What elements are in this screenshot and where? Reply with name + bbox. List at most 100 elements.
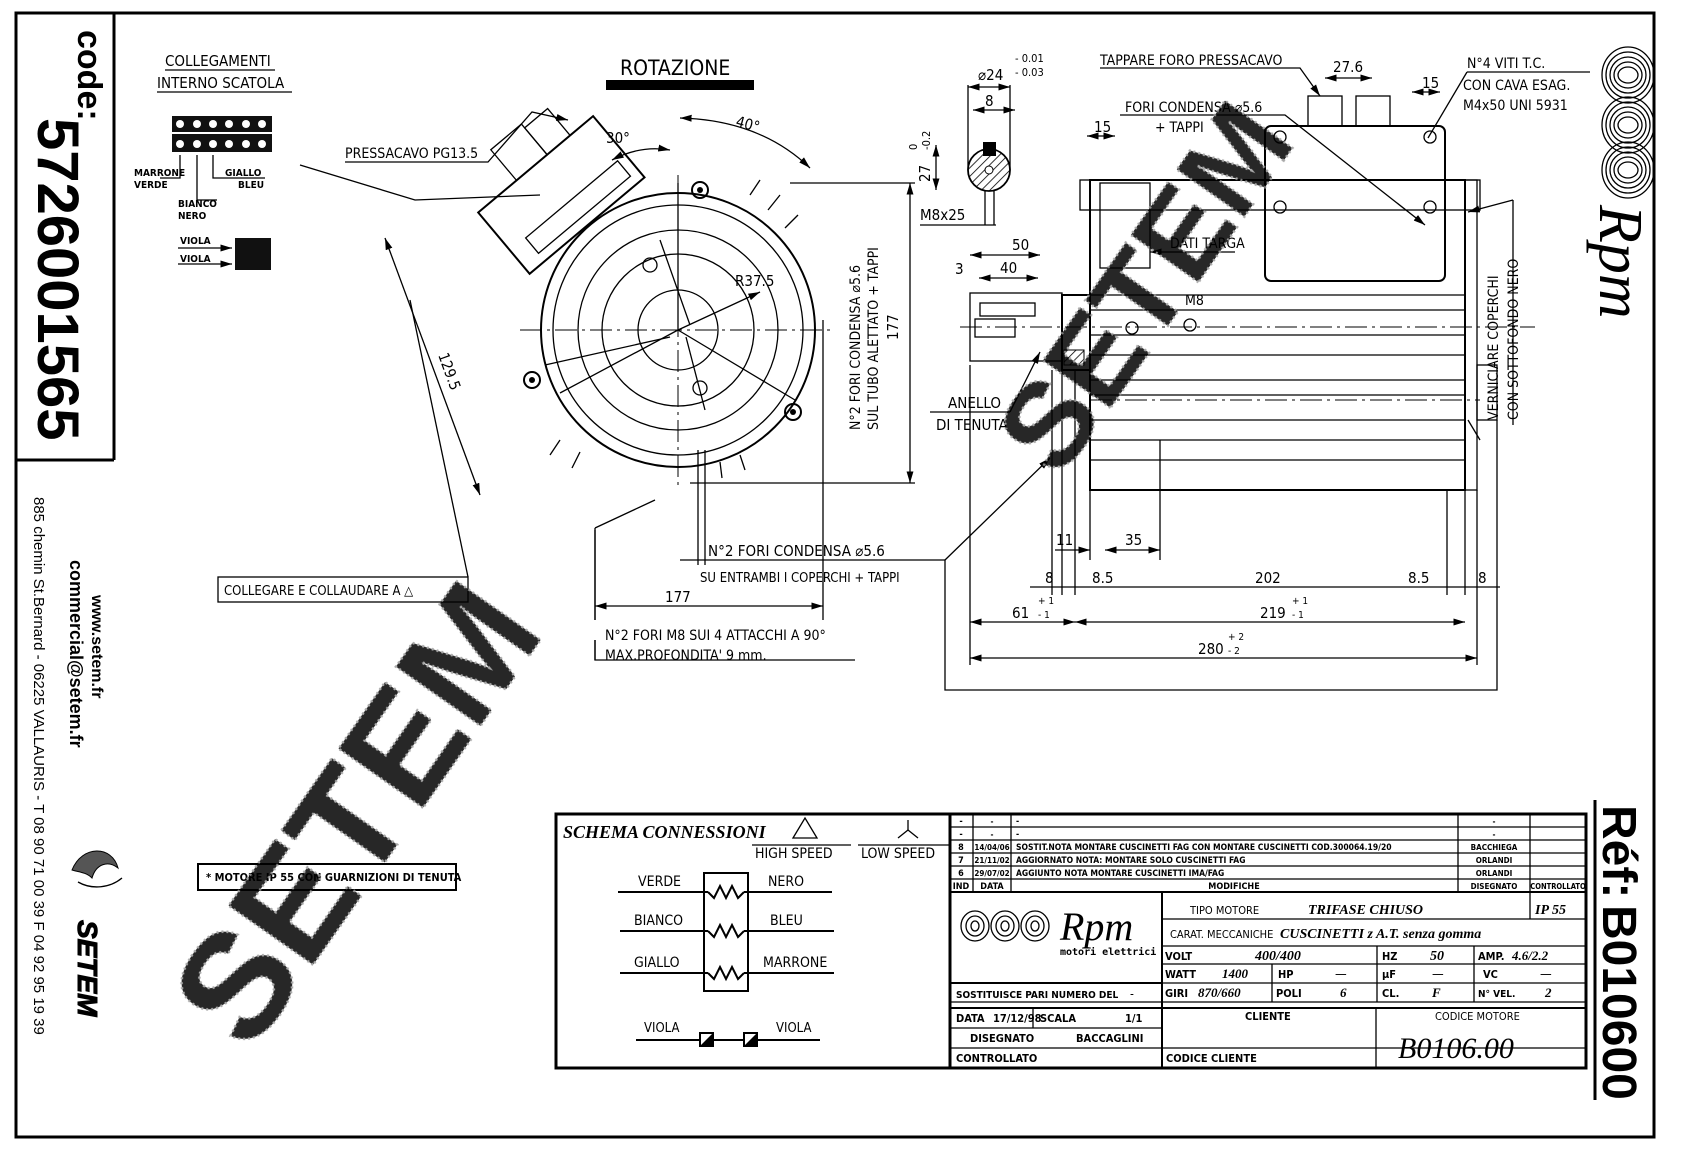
shaft-end <box>969 292 1063 362</box>
email-link[interactable]: commercial@setem.fr <box>66 560 86 748</box>
revision-ind: 7 <box>958 856 964 866</box>
watermark-text-1: SETEM <box>139 554 573 1074</box>
viola-right-label: VIOLA <box>776 1021 811 1036</box>
wire-label-viola-1: VIOLA <box>180 236 211 247</box>
dim-8-5-left: 8.5 <box>1092 569 1113 587</box>
dim-35: 35 <box>1125 531 1142 549</box>
revision-header-drawn: DISEGNATO <box>1471 882 1518 891</box>
revision-drawn-by: ORLANDI <box>1476 869 1513 878</box>
date-label: DATA <box>956 1012 985 1025</box>
revision-description: AGGIUNTO NOTA MONTARE CUSCINETTI IMA/FAG <box>1016 869 1224 879</box>
revision-date: - <box>991 830 994 839</box>
revision-date: 21/11/02 <box>974 856 1009 865</box>
hp-label: HP <box>1278 968 1294 981</box>
screws-note-3: M4x50 UNI 5931 <box>1463 98 1568 114</box>
low-speed-label: LOW SPEED <box>861 846 935 862</box>
dim-15-top: 15 <box>1422 74 1439 92</box>
schema-left-2: BIANCO <box>634 913 683 929</box>
rpm-coil-logo-small-icon <box>960 910 1050 942</box>
revision-description: AGGIORNATO NOTA: MONTARE SOLO CUSCINETTI… <box>1016 856 1245 866</box>
m8-holes-note-2: MAX.PROFONDITA' 9 mm. <box>605 648 767 664</box>
key-width: 8 <box>985 92 994 110</box>
star-icon <box>897 820 919 839</box>
dim-40: 40 <box>1000 259 1017 277</box>
dim-219-tol-dn: - 1 <box>1292 610 1304 621</box>
uf-label: µF <box>1382 968 1396 981</box>
angle-40-label: 40° <box>734 112 762 136</box>
rotation-label: ROTAZIONE <box>620 56 730 80</box>
viola-left-label: VIOLA <box>644 1021 679 1036</box>
dim-177-vertical: 177 <box>884 314 902 340</box>
ip-note-box <box>197 863 457 891</box>
dim-280-tol-up: + 2 <box>1228 632 1244 643</box>
code-label: code: <box>70 30 108 121</box>
screws-note-1: N°4 VITI T.C. <box>1467 56 1545 72</box>
website-link[interactable]: www.setem.fr <box>88 594 105 698</box>
setem-bird-logo-icon <box>71 850 123 888</box>
client-label: CLIENTE <box>1245 1010 1291 1023</box>
wire-label-bianco: BIANCO <box>178 199 217 210</box>
drain-both-note-1: N°2 FORI CONDENSA ⌀5.6 <box>708 542 885 560</box>
rpm-brand: Rpm <box>1059 904 1133 949</box>
wire-label-viola-2: VIOLA <box>180 254 211 265</box>
shaft-tol-lower: - 0.03 <box>1015 66 1044 79</box>
drawing-frame <box>14 11 1656 1139</box>
shaft-height-tol-lower: -0.2 <box>920 131 933 150</box>
nvel-value: 2 <box>1544 985 1552 1000</box>
shaft-thread: M8x25 <box>920 206 965 224</box>
high-speed-label: HIGH SPEED <box>755 846 833 862</box>
internal-connections-title-1: COLLEGAMENTI <box>165 52 271 70</box>
wire-label-giallo: GIALLO <box>225 168 262 179</box>
watt-value: 1400 <box>1222 966 1249 981</box>
nameplate-label: DATI TARGA <box>1170 236 1245 252</box>
side-panel: code: 5726001565 www.setem.fr commercial… <box>25 30 123 1035</box>
delta-icon <box>791 816 819 839</box>
dim-27-6: 27.6 <box>1333 58 1363 76</box>
ip-note: * MOTORE IP 55 CON GUARNIZIONI DI TENUTA <box>206 871 462 884</box>
dim-280: 280 <box>1198 640 1224 658</box>
dim-219: 219 <box>1260 604 1286 622</box>
reference-value: B010600 <box>1592 905 1645 1100</box>
code-value: 5726001565 <box>25 118 90 441</box>
revision-date: 29/07/02 <box>974 869 1009 878</box>
revision-ind: 8 <box>958 843 964 853</box>
reference-block: Réf: B010600 <box>1592 800 1645 1100</box>
shaft-diameter: ⌀24 <box>978 66 1003 84</box>
dim-129-5: 129.5 <box>434 350 464 392</box>
paint-note-1: VERNICIARE COPERCHI <box>1486 275 1502 420</box>
connect-note: COLLEGARE E COLLAUDARE A △ <box>224 584 413 599</box>
dim-8-5-right: 8.5 <box>1408 569 1429 587</box>
volt-value: 400/400 <box>1254 949 1301 964</box>
revision-ind: - <box>959 817 962 827</box>
replaces-label: SOSTITUISCE PARI NUMERO DEL <box>956 990 1119 1001</box>
dim-280-tol-dn: - 2 <box>1228 646 1240 657</box>
dim-50: 50 <box>1012 236 1029 254</box>
revision-header-date: DATA <box>980 882 1004 892</box>
rpm-coil-logo-icon <box>1601 46 1655 199</box>
revision-drawn-by: - <box>1493 817 1496 826</box>
side-view: TAPPARE FORO PRESSACAVO 27.6 15 N°4 VITI… <box>930 53 1590 691</box>
terminal-box <box>476 107 646 276</box>
amp-value: 4.6/2.2 <box>1511 948 1549 963</box>
revision-header-checked: CONTROLLATO <box>1530 882 1586 891</box>
schema-title: SCHEMA CONNESSIONI <box>563 822 767 842</box>
schema-left-3: GIALLO <box>634 955 680 971</box>
drawn-label: DISEGNATO <box>970 1032 1034 1045</box>
m8-holes-note-1: N°2 FORI M8 SUI 4 ATTACCHI A 90° <box>605 628 826 644</box>
cl-value: F <box>1431 985 1441 1000</box>
revision-date: 14/04/06 <box>974 843 1009 852</box>
scale-value: 1/1 <box>1125 1012 1143 1025</box>
paint-note-2: CON SOTTOFONDO NERO <box>1506 259 1522 420</box>
rpm-logo-vertical: Rpm <box>1586 46 1655 319</box>
setem-logo-text: SETEM <box>72 920 103 1017</box>
thermal-terminal-icon <box>235 238 271 270</box>
drain-tube-note-1: N°2 FORI CONDENSA ⌀5.6 <box>848 265 864 430</box>
cable-gland-2 <box>1355 95 1391 127</box>
drawn-value: BACCAGLINI <box>1076 1032 1143 1045</box>
seal-label-2: DI TENUTA <box>936 416 1008 434</box>
revision-drawn-by: BACCHIEGA <box>1471 843 1518 852</box>
cl-label: CL. <box>1382 987 1399 1000</box>
dim-177-horizontal: 177 <box>665 588 691 606</box>
hz-label: HZ <box>1382 950 1397 963</box>
